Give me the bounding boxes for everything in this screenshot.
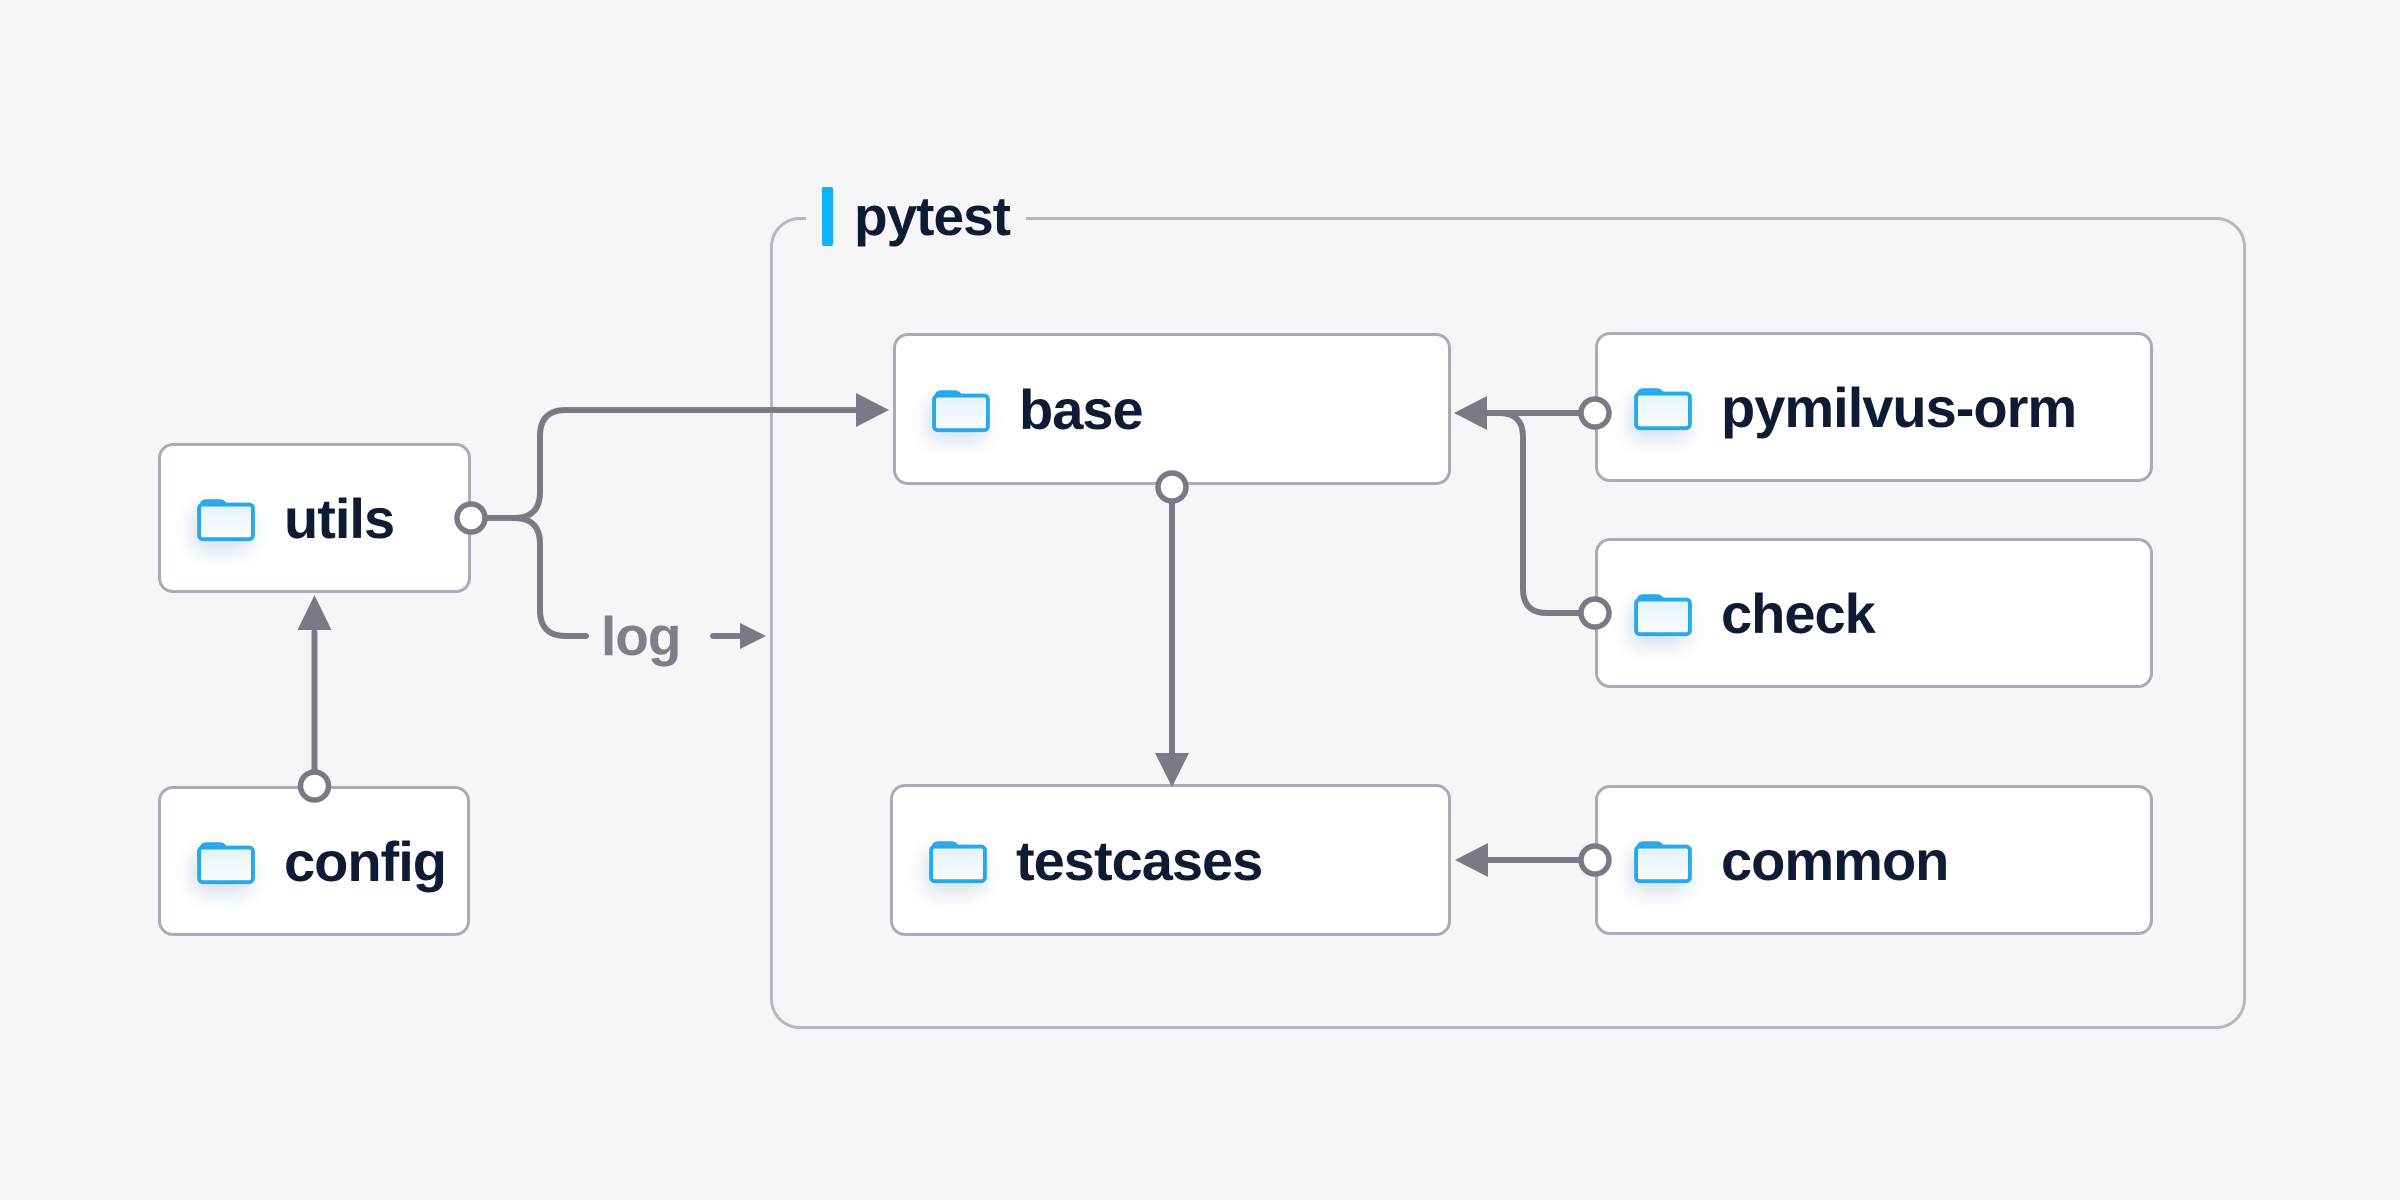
node-pymilvus-orm: pymilvus-orm bbox=[1595, 332, 2153, 482]
node-check-label: check bbox=[1721, 581, 1876, 645]
arrowhead-log bbox=[740, 623, 766, 649]
node-common-label: common bbox=[1721, 828, 1949, 892]
node-testcases: testcases bbox=[890, 784, 1451, 936]
node-base: base bbox=[893, 333, 1451, 485]
folder-icon bbox=[927, 835, 989, 885]
node-utils-label: utils bbox=[284, 486, 395, 550]
pytest-group-title: pytest bbox=[854, 185, 1011, 247]
node-pymilvus-orm-label: pymilvus-orm bbox=[1721, 375, 2077, 439]
folder-icon bbox=[195, 836, 257, 886]
node-check: check bbox=[1595, 538, 2153, 688]
pytest-group-label: pytest bbox=[806, 183, 1026, 249]
folder-icon bbox=[1632, 588, 1694, 638]
folder-icon bbox=[195, 493, 257, 543]
node-config: config bbox=[158, 786, 470, 936]
log-edge-label: log bbox=[601, 605, 681, 667]
pytest-group bbox=[770, 217, 2246, 1029]
folder-icon bbox=[930, 384, 992, 434]
node-config-label: config bbox=[284, 829, 447, 893]
node-common: common bbox=[1595, 785, 2153, 935]
node-base-label: base bbox=[1019, 377, 1144, 441]
folder-icon bbox=[1632, 382, 1694, 432]
node-utils: utils bbox=[158, 443, 471, 593]
folder-icon bbox=[1632, 835, 1694, 885]
node-testcases-label: testcases bbox=[1016, 828, 1263, 892]
arrowhead-into-utils bbox=[297, 595, 332, 630]
accent-bar-icon bbox=[822, 186, 833, 246]
